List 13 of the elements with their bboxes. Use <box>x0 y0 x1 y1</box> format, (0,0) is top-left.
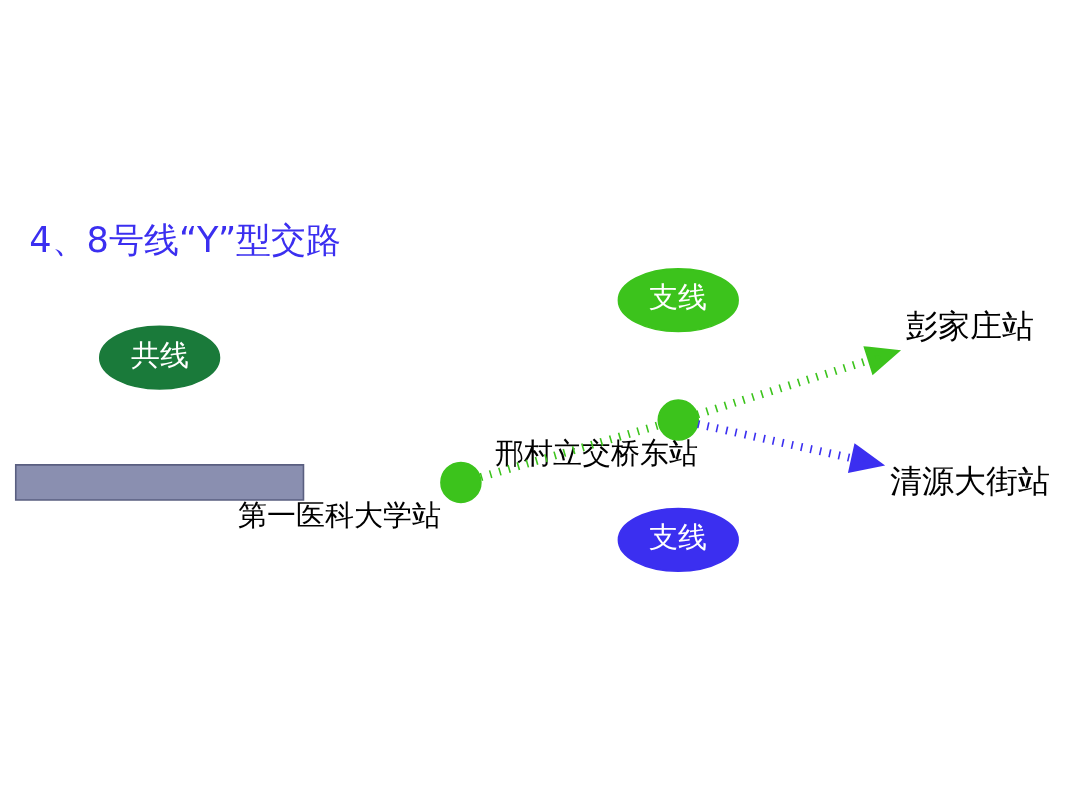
node-text: 清源大街站 <box>889 462 1050 500</box>
node-box <box>14 464 305 501</box>
node-ellipse: 共线 <box>98 325 221 390</box>
node-ellipse: 支线 <box>617 507 739 573</box>
arrow <box>697 420 886 473</box>
node-text: 彭家庄站 <box>905 306 1034 345</box>
connector <box>479 421 660 481</box>
node-label: 第一医科大学站 <box>237 498 441 533</box>
node-label: 邢村立交桥东站 <box>495 436 699 471</box>
node-circle <box>440 461 482 504</box>
diagram-title: 4、8号线“Y”型交路 <box>29 218 342 260</box>
node-ellipse: 支线 <box>617 268 739 333</box>
arrow <box>696 346 902 419</box>
